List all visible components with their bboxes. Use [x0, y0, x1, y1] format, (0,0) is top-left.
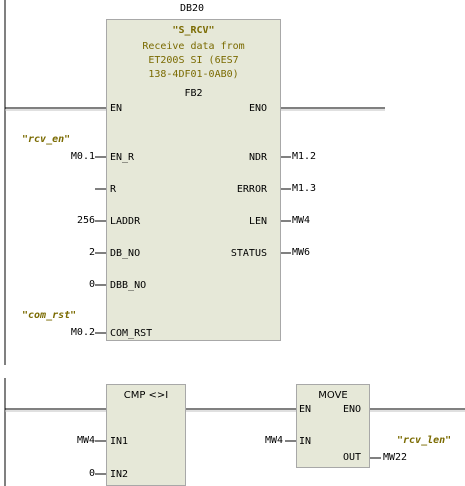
move-block[interactable]: MOVE EN ENO IN OUT: [296, 384, 370, 468]
block-number: FB2: [184, 88, 203, 99]
ndr-address[interactable]: M1.2: [292, 151, 317, 162]
laddr-value[interactable]: 256: [76, 215, 95, 226]
db-no-value[interactable]: 2: [88, 247, 95, 258]
pin-laddr[interactable]: LADDR: [110, 216, 141, 227]
cmp-block[interactable]: CMP <>I IN1 IN2: [106, 384, 186, 486]
pin-dbb-no[interactable]: DBB_NO: [110, 280, 147, 291]
len-address[interactable]: MW4: [292, 215, 311, 226]
cmp-in1-operand[interactable]: MW4: [76, 435, 95, 446]
com-rst-symbol[interactable]: "com_rst": [22, 310, 77, 321]
block-comment-line-2: ET200S SI (6ES7: [148, 55, 239, 66]
pin-status[interactable]: STATUS: [230, 248, 267, 259]
block-symbol-name: "S_RCV": [172, 25, 215, 36]
move-pin-en[interactable]: EN: [299, 404, 312, 415]
fb2-block[interactable]: "S_RCV" Receive data from ET200S SI (6ES…: [106, 19, 281, 341]
move-out-operand[interactable]: MW22: [383, 452, 408, 463]
move-pin-out[interactable]: OUT: [342, 452, 361, 463]
pin-com-rst[interactable]: COM_RST: [110, 328, 153, 339]
move-in-operand[interactable]: MW4: [264, 435, 283, 446]
move-pin-eno[interactable]: ENO: [342, 404, 361, 415]
pin-ndr[interactable]: NDR: [248, 152, 267, 163]
pin-len[interactable]: LEN: [248, 216, 267, 227]
move-out-symbol[interactable]: "rcv_len": [397, 435, 452, 446]
block-comment-line-3: 138-4DF01-0AB0): [148, 69, 239, 80]
status-address[interactable]: MW6: [292, 247, 311, 258]
move-pin-in[interactable]: IN: [299, 436, 312, 447]
com-rst-address[interactable]: M0.2: [70, 327, 95, 338]
block-comment-line-1: Receive data from: [142, 41, 245, 52]
pin-en[interactable]: EN: [110, 103, 123, 114]
en-r-symbol[interactable]: "rcv_en": [22, 134, 71, 145]
error-address[interactable]: M1.3: [292, 183, 317, 194]
dbb-no-value[interactable]: 0: [88, 279, 95, 290]
pin-db-no[interactable]: DB_NO: [110, 248, 141, 259]
cmp-in2-operand[interactable]: 0: [88, 468, 95, 479]
cmp-pin-in1[interactable]: IN1: [110, 436, 129, 447]
move-title: MOVE: [318, 390, 348, 401]
pin-error[interactable]: ERROR: [236, 184, 267, 195]
pin-r[interactable]: R: [110, 184, 117, 195]
cmp-title: CMP <>I: [123, 390, 169, 401]
pin-en-r[interactable]: EN_R: [110, 152, 135, 163]
cmp-pin-in2[interactable]: IN2: [110, 469, 129, 480]
instance-db-label: DB20: [180, 3, 205, 14]
en-r-address[interactable]: M0.1: [70, 151, 95, 162]
pin-eno[interactable]: ENO: [248, 103, 267, 114]
